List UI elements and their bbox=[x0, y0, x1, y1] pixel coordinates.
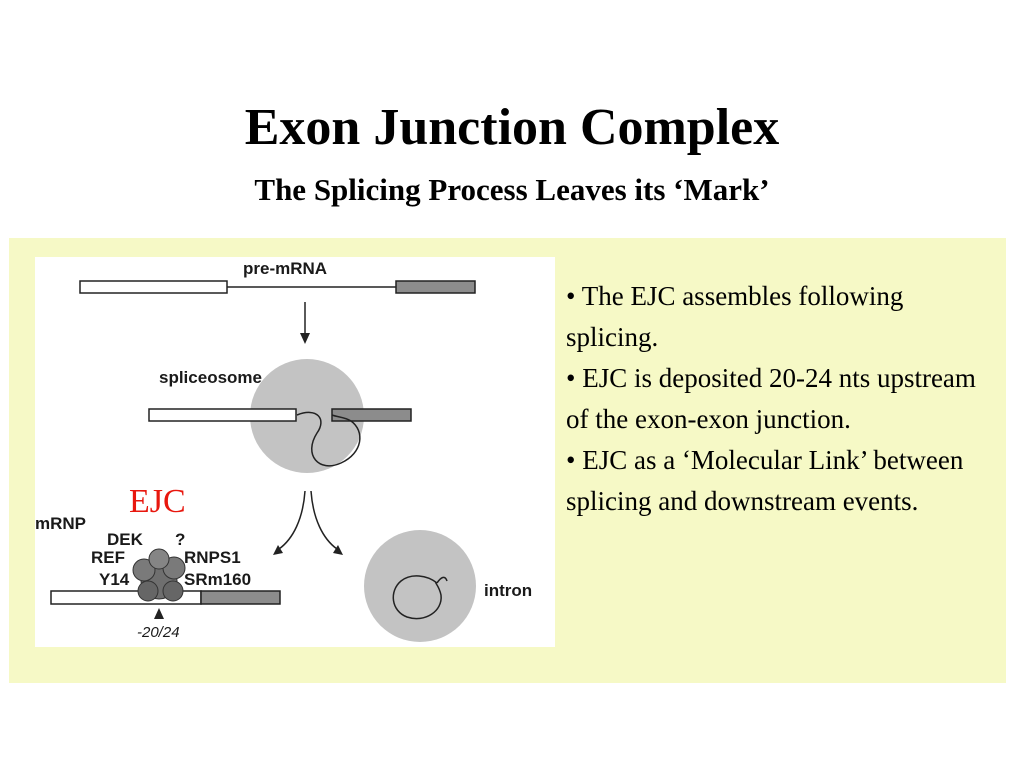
label-rnps1: RNPS1 bbox=[184, 548, 241, 567]
ejc-complex-blob bbox=[132, 548, 186, 602]
arrow-left-curve bbox=[278, 490, 306, 550]
bullet-item-1: • The EJC assembles following splicing. bbox=[566, 281, 904, 352]
label-spliceosome: spliceosome bbox=[159, 368, 262, 387]
arrow-down-head bbox=[300, 333, 310, 344]
ejc-figure: pre-mRNA spliceosome EJC mRNP DEK ? REF … bbox=[35, 257, 555, 647]
bullet-item-2: • EJC is deposited 20-24 nts upstream of… bbox=[566, 363, 976, 434]
intron-lariat bbox=[392, 575, 442, 620]
intron-circle bbox=[364, 530, 476, 642]
slide-title: Exon Junction Complex bbox=[244, 99, 780, 156]
label-mrnp: mRNP bbox=[35, 514, 86, 533]
arrow-right-curve bbox=[310, 490, 338, 550]
spliceosome-intron-loop bbox=[296, 411, 361, 467]
spliceosome-exon-2 bbox=[331, 408, 412, 422]
label-ejc: EJC bbox=[129, 483, 186, 520]
spliceosome-circle bbox=[250, 359, 364, 473]
label-dek: DEK bbox=[107, 530, 144, 549]
intron-tail bbox=[436, 576, 448, 584]
spliceosome-exon-1 bbox=[148, 408, 297, 422]
label-position: -20/24 bbox=[137, 624, 180, 641]
pre-mrna-exon-1 bbox=[79, 280, 228, 294]
label-ref: REF bbox=[91, 548, 125, 567]
label-intron: intron bbox=[484, 581, 532, 600]
ejc-diagram: pre-mRNA spliceosome EJC mRNP DEK ? REF … bbox=[35, 259, 532, 642]
arrow-right-head bbox=[333, 545, 343, 555]
pre-mrna-exon-2 bbox=[395, 280, 476, 294]
mrnp-exon-2 bbox=[200, 590, 281, 605]
label-srm160: SRm160 bbox=[184, 570, 251, 589]
label-question: ? bbox=[175, 530, 185, 549]
slide-subtitle: The Splicing Process Leaves its ‘Mark’ bbox=[254, 172, 770, 207]
label-pre-mrna: pre-mRNA bbox=[243, 259, 327, 278]
position-marker bbox=[154, 608, 164, 619]
bullet-list: • The EJC assembles following splicing. … bbox=[566, 276, 986, 522]
arrow-left-head bbox=[273, 545, 283, 555]
label-y14: Y14 bbox=[99, 570, 130, 589]
bullet-item-3: • EJC as a ‘Molecular Link’ between spli… bbox=[566, 445, 964, 516]
